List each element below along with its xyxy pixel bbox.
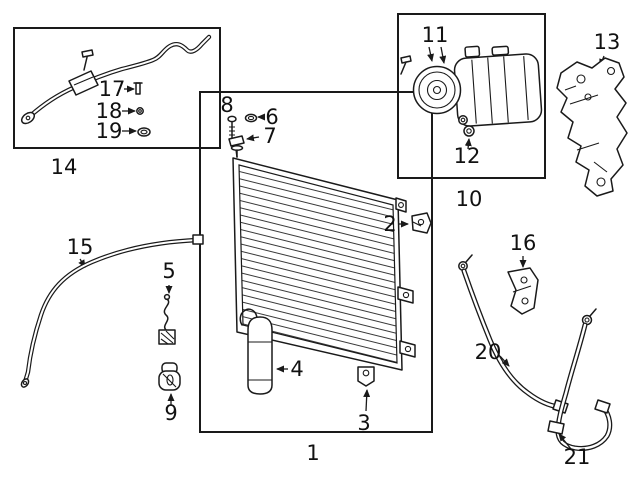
callout-14: 14 <box>51 155 78 179</box>
callout-11-leaders <box>427 46 447 64</box>
callout-13: 13 <box>594 30 621 54</box>
inset-box-pipe-assembly <box>13 27 221 149</box>
callout-11: 11 <box>422 23 449 47</box>
callout-2: 2 <box>383 212 396 236</box>
callout-10: 10 <box>456 187 483 211</box>
pipe-14-drawing <box>20 34 212 125</box>
callout-6: 6 <box>265 105 278 129</box>
callout-16: 16 <box>510 231 537 255</box>
part-18-nut <box>122 107 144 115</box>
callout-1: 1 <box>306 441 319 465</box>
callout-5: 5 <box>162 259 175 283</box>
callout-18: 18 <box>96 99 123 123</box>
part-5-clamp <box>158 285 176 345</box>
callout-3: 3 <box>357 411 370 435</box>
callout-20: 20 <box>475 340 502 364</box>
callout-4: 4 <box>290 357 303 381</box>
condenser-drawing <box>232 148 416 371</box>
condenser-box <box>199 91 433 433</box>
part-12-o-rings <box>458 115 475 150</box>
part-13-bracket <box>556 55 628 197</box>
part-21-hose <box>547 308 613 451</box>
part-7-connector <box>228 134 260 158</box>
compressor-box <box>397 13 546 179</box>
callout-21: 21 <box>564 445 591 469</box>
callout-7: 7 <box>263 124 276 148</box>
pulley-bolt <box>400 55 412 75</box>
callout-19: 19 <box>96 119 123 143</box>
callout-8: 8 <box>220 93 233 117</box>
callout-12: 12 <box>454 144 481 168</box>
part-3-clip <box>357 366 375 412</box>
part-6-o-ring <box>244 113 265 123</box>
callout-9: 9 <box>164 401 177 425</box>
part-2-clip <box>399 212 432 234</box>
part-15-pipe <box>20 234 204 388</box>
part-16-bracket <box>507 256 539 315</box>
callout-15: 15 <box>67 235 94 259</box>
part-9-grommet <box>158 362 181 405</box>
clutch-pulley-drawing <box>412 65 462 115</box>
part-8-bolt <box>227 115 237 139</box>
compressor-drawing <box>453 45 543 127</box>
part-17-bolt <box>124 82 143 95</box>
callout-17: 17 <box>99 77 126 101</box>
receiver-drier-drawing <box>239 308 288 395</box>
part-19-o-ring <box>122 127 151 137</box>
